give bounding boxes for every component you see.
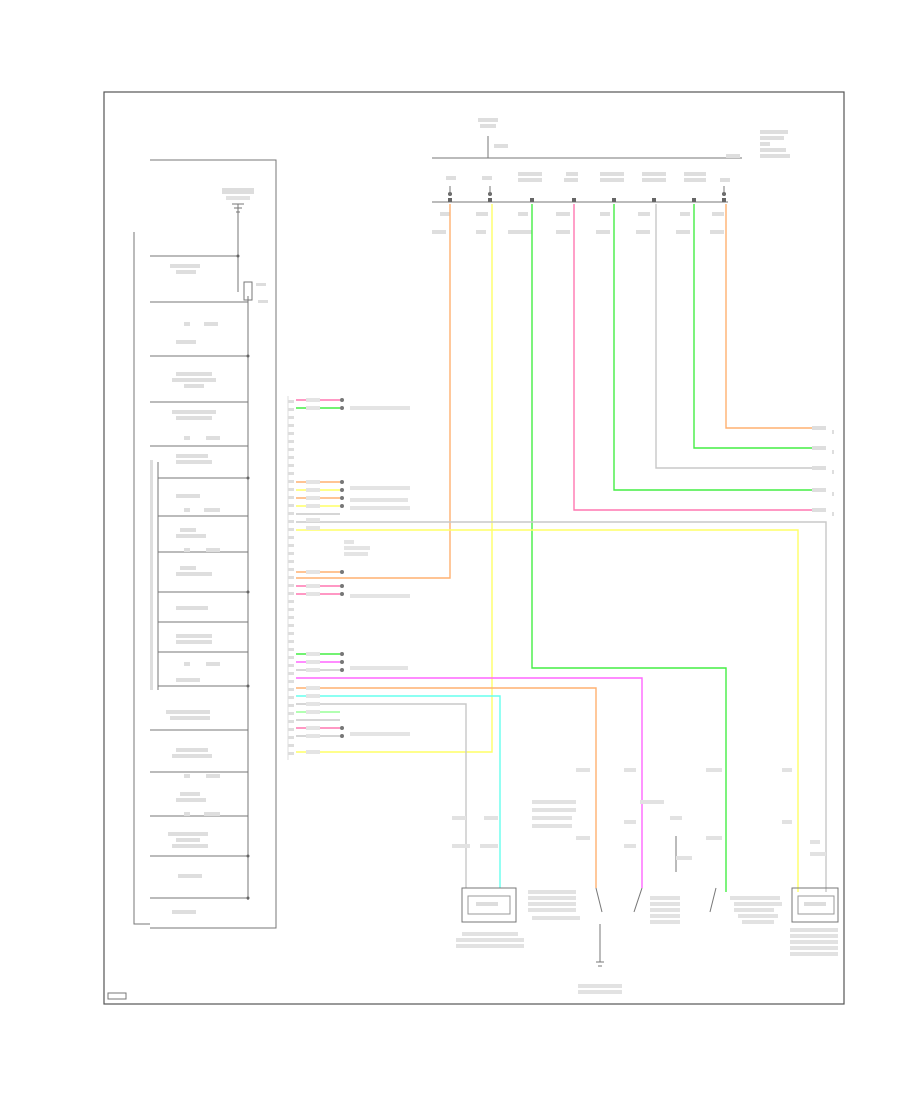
wire-orange-top: [296, 204, 451, 579]
module-pin-labels: [306, 398, 410, 754]
wire-green-right: [693, 204, 812, 449]
module-connector-dots: [340, 398, 344, 738]
wire-gray-right: [655, 204, 812, 469]
top-antenna-node: [222, 188, 254, 292]
module-component-rows: [150, 255, 248, 899]
switch-group-center: [528, 800, 717, 994]
diagram-frame: [103, 91, 845, 1005]
module-pin-column: [287, 396, 294, 760]
bus-junction-dots: [236, 254, 250, 900]
left-control-module: [133, 159, 277, 929]
sensor-box-left: [456, 887, 524, 948]
sensor-box-right: [730, 887, 839, 956]
wires: [296, 204, 827, 892]
wire-yellow-top: [296, 204, 493, 753]
module-label-blocks: [150, 264, 220, 914]
bottom-components: [452, 768, 839, 994]
wire-green-right-2: [613, 204, 812, 491]
top-connector: [432, 118, 790, 234]
footer-tag-box: [107, 992, 127, 1000]
wire-orange-right: [725, 204, 812, 429]
wire-pink-right: [573, 204, 812, 511]
wire-green-top: [531, 204, 727, 892]
right-connector-pins: [812, 426, 834, 516]
